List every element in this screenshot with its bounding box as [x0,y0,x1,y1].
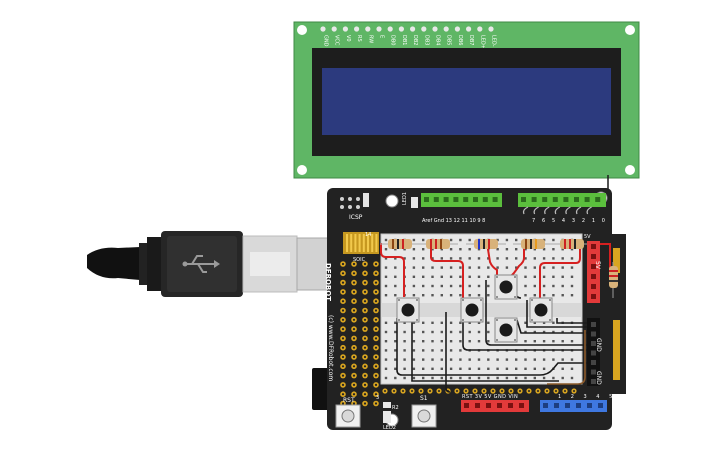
lcd-pin-label: LED- [491,35,497,47]
lcd-pin [365,26,371,32]
lcd-pin [466,26,472,32]
soic-pads: SOIC 14 5V [343,232,591,263]
power-header-label: RST 3V 5V GND VIN [462,394,518,400]
lcd-pin [432,26,438,32]
analog-header-label: 1 2 3 4 5 [558,394,616,400]
lcd-pin [354,26,360,32]
bent-leads [522,206,592,215]
arduino-shield: ICSP LED1 Aref Gnd 13 12 11 10 9 8 7 6 5… [312,188,626,431]
push-button[interactable] [396,297,420,323]
resistor [560,239,584,249]
resistor [521,239,545,249]
lcd-pin [410,26,416,32]
analog-header: 1 2 3 4 5 [540,394,616,412]
lcd-pin-label: DB1 [401,35,407,45]
led2-label: LED2 [383,425,396,431]
resistor-vertical [609,262,618,298]
resistor [474,239,498,249]
lcd-pin [421,26,427,32]
lcd-pin [376,26,382,32]
label-14: 14 [365,232,371,238]
lcd-pin-label: DB7 [468,35,474,45]
lcd-pin-label: GND [323,35,329,47]
side-label-gnd2: GND [595,371,602,385]
digital-header-right [518,193,606,207]
led1-label: LED1 [402,192,408,205]
push-button[interactable] [529,297,553,323]
lcd-pin-label: DB5 [446,35,452,45]
right-black-header [587,318,600,386]
resistor [426,239,450,249]
push-button[interactable] [494,274,518,300]
lcd-pin-label: E [379,35,385,38]
lcd-pin [454,26,460,32]
digital-header-left-label: Aref Gnd 13 12 11 10 9 8 [422,218,485,224]
lcd-pin-label: RW [367,35,373,43]
lcd-pin [331,26,337,32]
lcd-pin [443,26,449,32]
black-wires [396,280,590,393]
s1-label: S1 [420,395,428,402]
usb-cable [87,231,332,297]
power-header: RST 3V 5V GND VIN [461,394,529,412]
label-5v-top: 5V [584,234,591,240]
side-label-gnd1: GND [595,338,602,352]
lcd-pin [398,26,404,32]
lcd-pin-label: RS [356,35,362,42]
lcd-pin-label: V0 [345,35,351,42]
lcd-screen [322,68,611,135]
lcd-pin-label: DB4 [435,35,441,45]
lcd-pin-label: LED+ [479,35,485,49]
rst-button[interactable]: RST [335,397,361,428]
icsp-header: ICSP [340,197,363,221]
r2-label: R2 [392,405,399,411]
lcd-pin [477,26,483,32]
lcd-pin-label: DB3 [423,35,429,45]
lcd-pin-label: DB6 [457,35,463,45]
brand-logo: DFROBOT [324,263,332,301]
push-button[interactable] [494,317,518,343]
right-red-header [587,241,600,303]
red-wires [380,242,611,300]
resistor-row [380,239,592,249]
usb-symbol-icon [182,255,220,273]
lcd-pin-label: VCC [334,35,340,46]
lcd-pin [320,26,326,32]
digital-header-right-label: 7 6 5 4 3 2 1 0 [532,218,608,224]
icsp-label: ICSP [349,214,363,221]
rst-label: RST [343,397,355,404]
soic-label: SOIC [353,257,366,263]
lcd-pin [342,26,348,32]
resistor [388,239,412,249]
push-buttons [396,274,553,343]
push-button[interactable] [460,297,484,323]
lcd-pin [488,26,494,32]
label-3: 3 [376,395,379,401]
lcd-pin-label: DB2 [412,35,418,45]
s1-button[interactable]: S1 [411,395,437,428]
lcd-pin [387,26,393,32]
prototype-holes [340,261,577,407]
lcd-pin-header: GND VCC V0 RS RW E DB0 DB1 DB2 DB3 DB4 DB5 DB6 DB7 LED… [320,26,497,49]
digital-header-left [421,193,502,207]
side-label-5v: 5V [594,261,601,270]
website-label: (c) www.DFRobot.com [327,315,334,381]
lcd-pin-label: DB0 [390,35,396,45]
